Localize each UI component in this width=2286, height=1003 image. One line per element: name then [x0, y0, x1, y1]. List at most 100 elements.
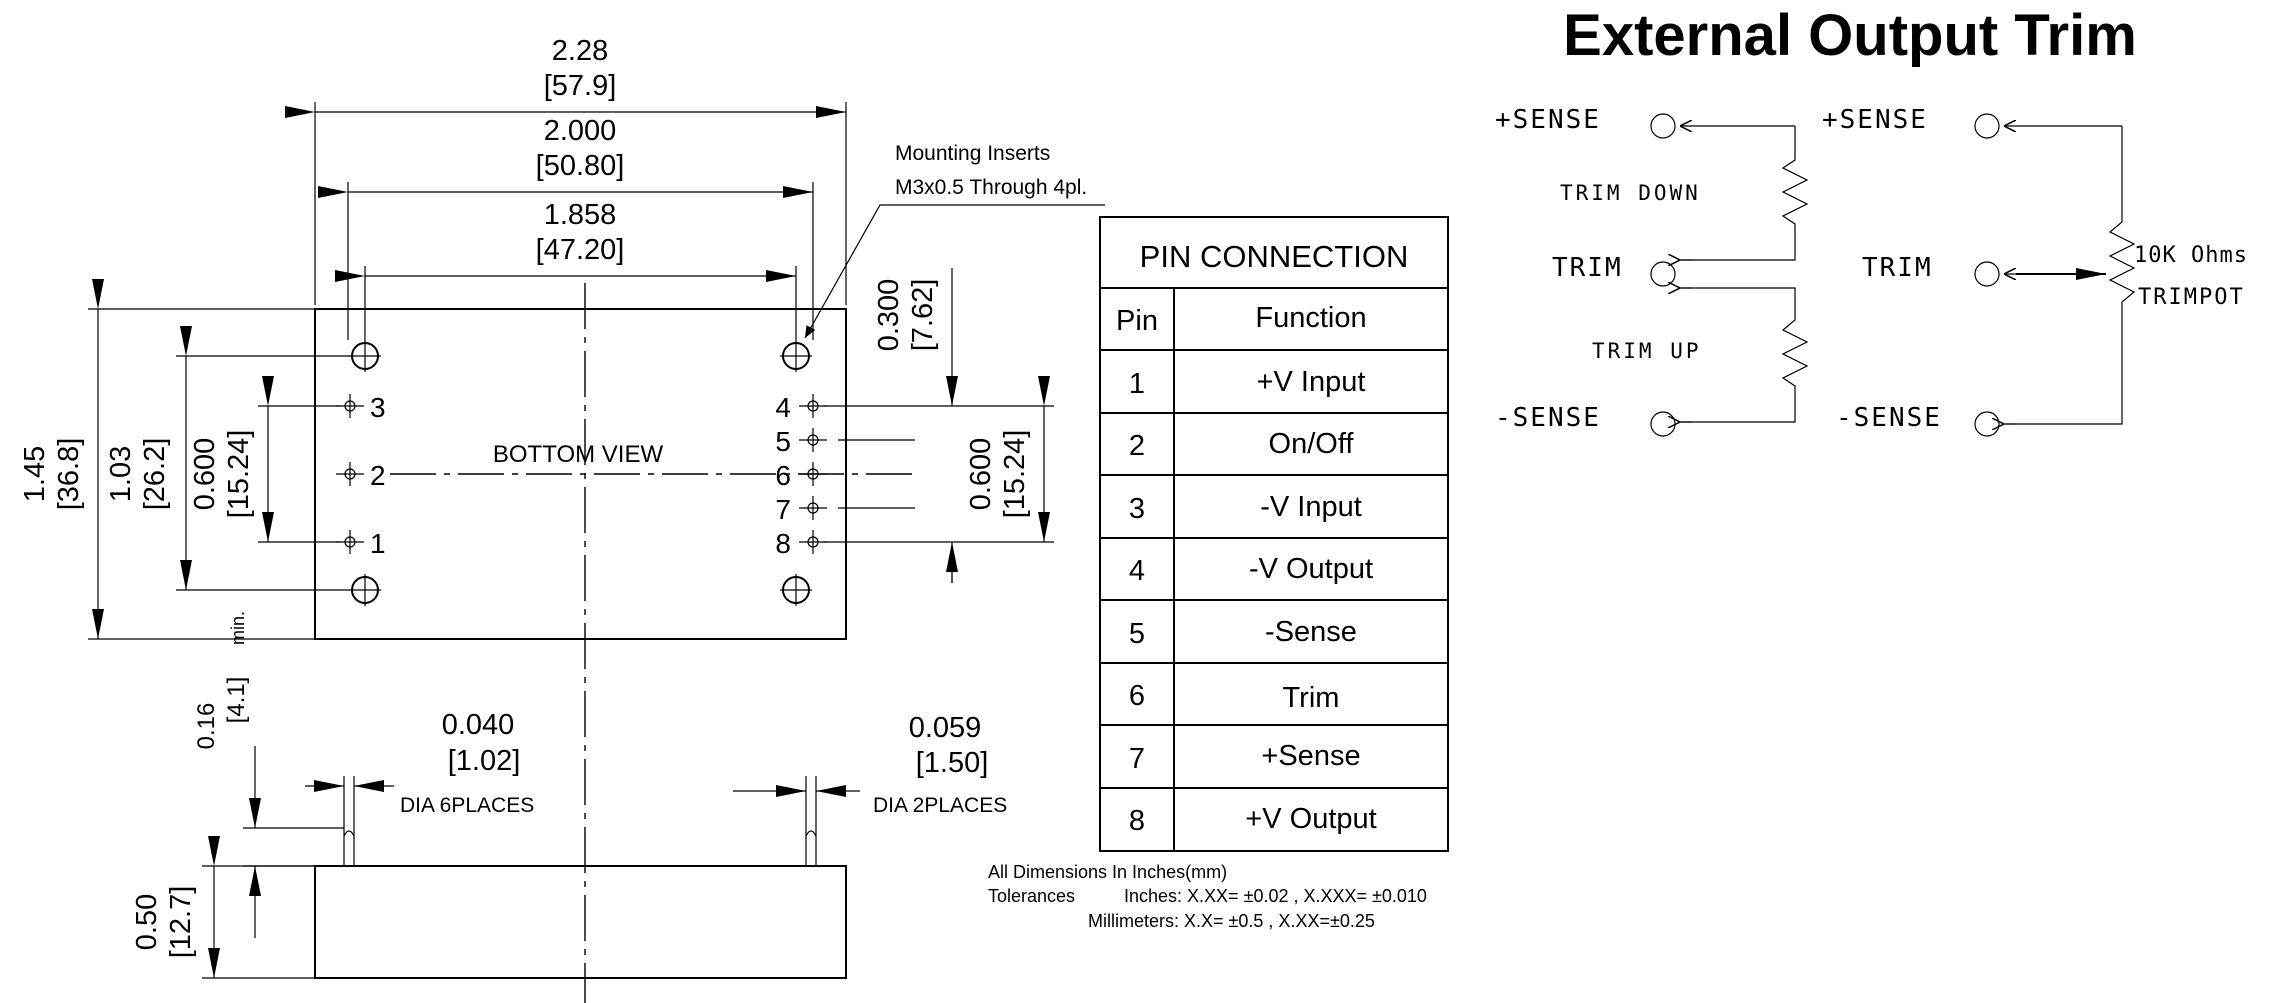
trim-schematic-trimpot: +SENSE TRIM 10K Ohms TRIMPOT -SENSE	[1822, 105, 2248, 437]
svg-text:-V Output: -V Output	[1249, 553, 1373, 585]
trim-schematic-resistors: +SENSE TRIM DOWN TRIM TRIM UP -SENSE	[1495, 105, 1809, 437]
svg-text:5: 5	[1129, 618, 1145, 650]
right-pin-6: 6	[775, 460, 827, 491]
top-dimensions: 2.28 [57.9] 2.000 [50.80] 1.858 [47.20]	[285, 35, 847, 340]
label-sense-plus: +SENSE	[1822, 105, 1928, 135]
bottom-view: BOTTOM VIEW 3 2 1 4	[314, 142, 1105, 1003]
dim-overall-width-mm: [57.9]	[544, 70, 617, 102]
label-sense-minus: -SENSE	[1495, 403, 1601, 433]
dim-insert-height-in: 1.03	[105, 446, 137, 502]
module-outline	[314, 308, 847, 640]
right-pin-8: 8	[775, 528, 827, 559]
dim-pin-dia-large-note: DIA 2PLACES	[873, 794, 1007, 817]
svg-text:8: 8	[1129, 805, 1145, 837]
dim-pin-width-mm: [47.20]	[536, 234, 625, 266]
dim-pin-length-in: 0.16	[193, 703, 220, 750]
label-pot-type: TRIMPOT	[2138, 285, 2245, 310]
svg-text:3: 3	[1129, 493, 1145, 525]
dim-body-height-mm: [12.7]	[165, 886, 197, 959]
side-view-body	[314, 865, 847, 979]
label-trim-down: TRIM DOWN	[1560, 181, 1701, 205]
mounting-note-line1: Mounting Inserts	[895, 142, 1050, 165]
pin-label: 7	[775, 494, 791, 525]
dim-pin-width-in: 1.858	[544, 199, 617, 231]
svg-text:On/Off: On/Off	[1269, 428, 1355, 460]
dim-left-pin-height-mm: [15.24]	[223, 430, 255, 519]
side-pin-small	[343, 830, 355, 866]
svg-text:+V Input: +V Input	[1257, 366, 1366, 398]
pin-label: 3	[370, 392, 386, 423]
svg-text:7: 7	[1129, 743, 1145, 775]
mounting-insert-top-right	[780, 340, 812, 372]
label-pot-value: 10K Ohms	[2134, 243, 2248, 268]
right-pin-4: 4	[775, 392, 827, 423]
table-frame	[1099, 216, 1449, 852]
label-trim: TRIM	[1552, 253, 1623, 283]
svg-text:4: 4	[1129, 555, 1145, 587]
notes-tolerances-label: Tolerances	[988, 886, 1075, 906]
right-dimensions: 0.300 [7.62] 0.600 [15.24]	[823, 268, 1054, 583]
right-pin-7: 7	[775, 494, 827, 525]
notes-line1: All Dimensions In Inches(mm)	[988, 862, 1227, 882]
dim-overall-height-in: 1.45	[19, 446, 51, 502]
svg-text:+V Output: +V Output	[1245, 803, 1376, 835]
mounting-insert-bottom-left	[349, 574, 381, 606]
dim-right-pin-height-in: 0.600	[965, 438, 997, 511]
dim-right-pin-offset-in: 0.300	[873, 279, 905, 352]
svg-text:Trim: Trim	[1283, 682, 1340, 714]
dim-left-pin-height-in: 0.600	[189, 438, 221, 511]
table-row: 5 -Sense	[1129, 616, 1357, 650]
table-row: 4 -V Output	[1129, 553, 1373, 587]
mounting-leader	[804, 204, 1105, 339]
side-pin-large	[805, 830, 817, 866]
left-pin-2: 2	[336, 460, 386, 491]
table-title: PIN CONNECTION	[1140, 239, 1409, 274]
dim-overall-width-in: 2.28	[552, 35, 608, 67]
pin-label: 6	[775, 460, 791, 491]
svg-text:+Sense: +Sense	[1261, 740, 1360, 772]
dim-pin-dia-large-mm: [1.50]	[916, 747, 989, 779]
dim-insert-height-mm: [26.2]	[139, 438, 171, 511]
svg-text:2: 2	[1129, 430, 1145, 462]
right-pin-5: 5	[775, 426, 827, 457]
mounting-insert-bottom-right	[780, 574, 812, 606]
page-title: External Output Trim	[1563, 3, 2137, 68]
dim-pin-dia-small-note: DIA 6PLACES	[400, 794, 534, 817]
svg-text:-V Input: -V Input	[1260, 491, 1362, 523]
dimension-notes: All Dimensions In Inches(mm) Tolerances …	[988, 862, 1427, 931]
bottom-view-label: BOTTOM VIEW	[493, 441, 664, 468]
table-row: 3 -V Input	[1129, 491, 1362, 525]
notes-tolerances-inches: Inches: X.XX= ±0.02 , X.XXX= ±0.010	[1124, 886, 1427, 906]
table-row: 8 +V Output	[1129, 803, 1377, 837]
side-view: 0.040 [1.02] DIA 6PLACES 0.059 [1.50] DI…	[131, 611, 1007, 979]
left-pin-3: 3	[336, 392, 386, 423]
pin-label: 1	[370, 528, 386, 559]
dim-insert-width-in: 2.000	[544, 115, 617, 147]
notes-tolerances-mm: Millimeters: X.X= ±0.5 , X.XX=±0.25	[1088, 911, 1375, 931]
dim-body-height-in: 0.50	[131, 894, 163, 950]
dim-pin-dia-small-in: 0.040	[442, 709, 515, 741]
external-output-trim: External Output Trim +SENSE TRIM DOWN TR…	[1495, 3, 2248, 437]
pin-label: 8	[775, 528, 791, 559]
table-row: 6 Trim	[1129, 680, 1340, 714]
dim-pin-dia-small-mm: [1.02]	[448, 745, 521, 777]
dim-insert-width-mm: [50.80]	[536, 150, 625, 182]
label-sense-minus: -SENSE	[1836, 403, 1942, 433]
mounting-insert-top-left	[349, 340, 381, 372]
svg-text:6: 6	[1129, 680, 1145, 712]
label-trim-up: TRIM UP	[1592, 339, 1702, 363]
table-header-function: Function	[1255, 302, 1366, 334]
left-dimensions: 1.45 [36.8] 1.03 [26.2] 0.600 [15.24]	[19, 279, 350, 640]
dim-pin-length-mm: [4.1]	[223, 677, 250, 724]
left-pin-1: 1	[336, 528, 386, 559]
label-sense-plus: +SENSE	[1495, 105, 1601, 135]
mounting-note-line2: M3x0.5 Through 4pl.	[895, 176, 1087, 199]
table-row: 2 On/Off	[1129, 428, 1354, 462]
table-row: 1 +V Input	[1129, 366, 1365, 400]
table-row: 7 +Sense	[1129, 740, 1361, 775]
dim-pin-length-min: min.	[228, 611, 248, 645]
dim-right-pin-offset-mm: [7.62]	[907, 279, 939, 352]
pin-label: 4	[775, 392, 791, 423]
svg-text:1: 1	[1129, 368, 1145, 400]
pin-connection-table: PIN CONNECTION Pin Function 1 +V Input 2…	[1099, 216, 1449, 852]
